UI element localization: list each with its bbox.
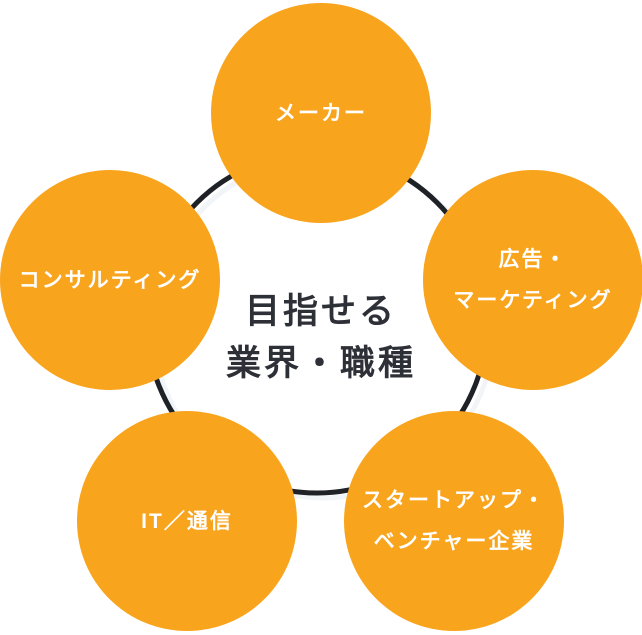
circle-advertising-marketing: 広告・ マーケティング <box>423 170 642 390</box>
diagram-title: 目指せる 業界・職種 <box>0 286 642 390</box>
circle-label: メーカー <box>275 101 367 125</box>
circle-label: IT／通信 <box>141 509 233 533</box>
diagram-title-line: 業界・職種 <box>225 344 416 383</box>
circle-consulting: コンサルティング <box>0 170 220 390</box>
circle-label: スタートアップ・ <box>362 489 546 512</box>
circle-label: コンサルティング <box>18 268 202 292</box>
circle-maker: メーカー <box>211 3 431 223</box>
circle-label: 広告・ <box>498 248 568 271</box>
diagram-title-line: 目指せる <box>244 292 397 331</box>
circle-startup-venture: スタートアップ・ ベンチャー企業 <box>344 411 564 631</box>
circle-label: マーケティング <box>453 289 613 312</box>
circle-label: ベンチャー企業 <box>373 530 535 553</box>
circle-it-telecom: IT／通信 <box>77 411 297 631</box>
